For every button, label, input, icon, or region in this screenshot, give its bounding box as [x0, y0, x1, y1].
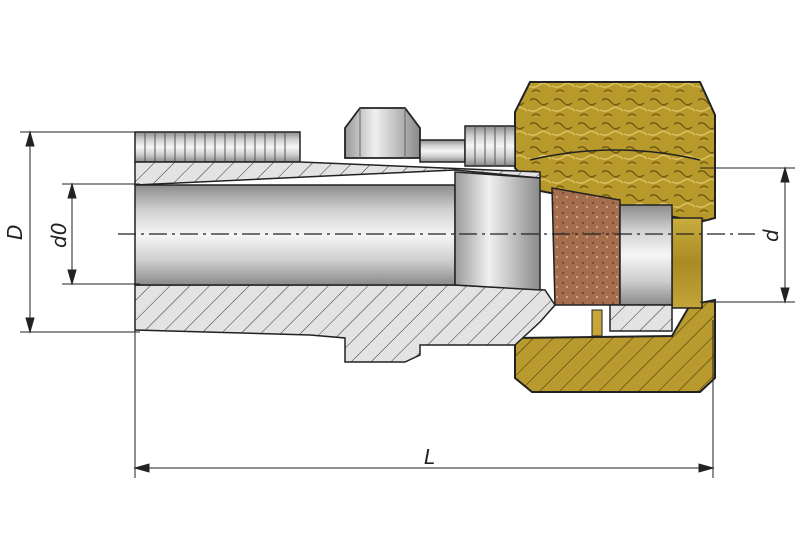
nut-thread [464, 125, 516, 167]
seal-ring [551, 187, 621, 306]
union-nut-bottom-section [514, 298, 716, 393]
bore-main [134, 184, 456, 286]
dimension-d0-label: d0 [47, 223, 71, 248]
male-thread [134, 131, 301, 163]
bore-taper [454, 171, 541, 291]
dimension-d-label: d [759, 229, 783, 242]
union-nut-chamfer [529, 149, 701, 161]
section-lower [134, 284, 556, 363]
dimension-D-label: D [3, 225, 27, 240]
dimension-L-label: L [424, 445, 435, 469]
pipe-end [591, 204, 673, 337]
pipe-wall [609, 304, 673, 332]
dimension-L [133, 300, 715, 478]
fitting-body-outside [134, 107, 516, 167]
body-neck [419, 139, 466, 163]
thread-lines [144, 132, 286, 162]
dimension-d [700, 166, 795, 304]
bore [134, 171, 541, 291]
hex-nut-top [344, 107, 421, 159]
set-pin [591, 309, 603, 337]
dimension-D [20, 130, 140, 334]
union-nut-inner-bore [671, 217, 703, 309]
union-nut [514, 81, 716, 393]
fitting-body-section [134, 161, 556, 363]
dimension-d0 [62, 182, 140, 286]
pipe-bore [619, 204, 673, 306]
